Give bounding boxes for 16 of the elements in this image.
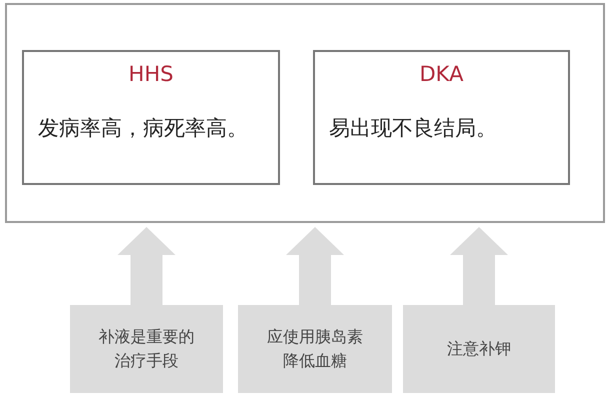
card-text: 发病率高，病死率高。 — [38, 115, 249, 142]
measure-box — [238, 305, 392, 393]
comparison-card — [22, 50, 280, 185]
measure-box — [70, 305, 223, 393]
block-arrow — [118, 227, 176, 305]
card-text: 易出现不良结局。 — [329, 115, 498, 142]
measure-box — [403, 305, 555, 393]
measure-text: 注意补钾 — [446, 338, 512, 360]
card-heading: DKA — [418, 62, 464, 86]
block-arrow — [450, 227, 508, 305]
measure-text: 补液是重要的治疗手段 — [98, 326, 196, 372]
measure-text: 应使用胰岛素降低血糖 — [266, 326, 364, 372]
card-heading: HHS — [128, 62, 174, 86]
block-arrow — [286, 227, 344, 305]
outer-frame — [5, 3, 605, 223]
comparison-card — [313, 50, 570, 185]
